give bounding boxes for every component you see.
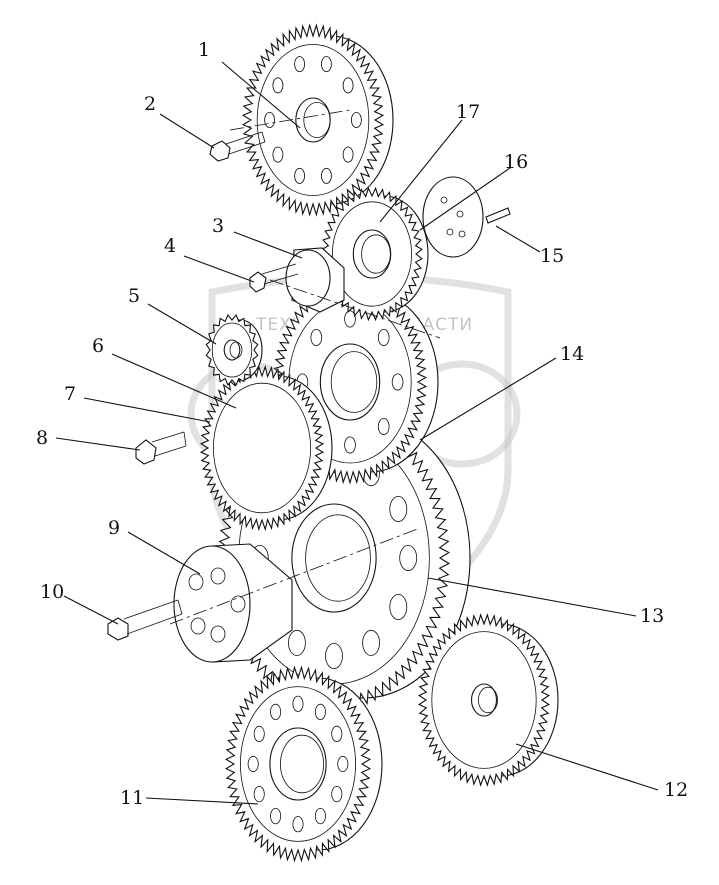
part-12-gear	[417, 613, 559, 787]
leader-4	[183, 255, 255, 283]
leader-8	[55, 437, 141, 451]
parts	[107, 23, 559, 863]
label-14: 14	[560, 343, 584, 365]
label-6: 6	[92, 335, 104, 357]
leader-6	[111, 353, 237, 409]
part-3-cap	[285, 247, 345, 313]
label-11: 11	[120, 787, 144, 809]
leader-lines	[55, 61, 659, 805]
leader-7	[83, 397, 211, 423]
leader-10	[63, 595, 119, 625]
leader-14	[419, 357, 557, 441]
leader-11	[145, 797, 259, 805]
part-2-bolt	[209, 131, 266, 162]
label-16: 16	[504, 151, 528, 173]
leader-13	[427, 577, 637, 617]
label-4: 4	[164, 235, 176, 257]
part-10-bolt	[107, 599, 183, 641]
part-17-gear	[321, 186, 429, 322]
label-10: 10	[40, 581, 64, 603]
leader-12	[515, 743, 659, 791]
label-9: 9	[108, 517, 120, 539]
label-13: 13	[640, 605, 664, 627]
part-7-gear	[199, 364, 333, 532]
part-9-flange	[173, 543, 293, 663]
part-15-pin	[485, 207, 511, 224]
part-11-gear	[224, 665, 383, 863]
part-5-gear	[205, 313, 263, 387]
label-7: 7	[64, 383, 76, 405]
label-3: 3	[212, 215, 224, 237]
label-17: 17	[456, 101, 480, 123]
label-2: 2	[144, 93, 156, 115]
leader-9	[127, 531, 201, 575]
label-12: 12	[664, 779, 688, 801]
label-15: 15	[540, 245, 564, 267]
leader-3	[233, 231, 303, 259]
label-1: 1	[198, 39, 210, 61]
part-8-bolt	[135, 431, 187, 465]
leader-1	[221, 61, 301, 129]
leader-5	[147, 303, 217, 345]
part-16-plate	[422, 176, 484, 258]
leader-2	[159, 113, 215, 149]
callout-labels: 1 2 3 4 5 6 7 8 9 10 11 12 13 14 15 16 1…	[36, 39, 688, 809]
label-8: 8	[36, 427, 48, 449]
part-1-cam-gear	[241, 23, 394, 217]
leader-16	[419, 167, 511, 231]
part-4-bolt	[249, 263, 299, 293]
leader-15	[495, 225, 541, 253]
leader-17	[379, 119, 463, 223]
label-5: 5	[128, 285, 140, 307]
